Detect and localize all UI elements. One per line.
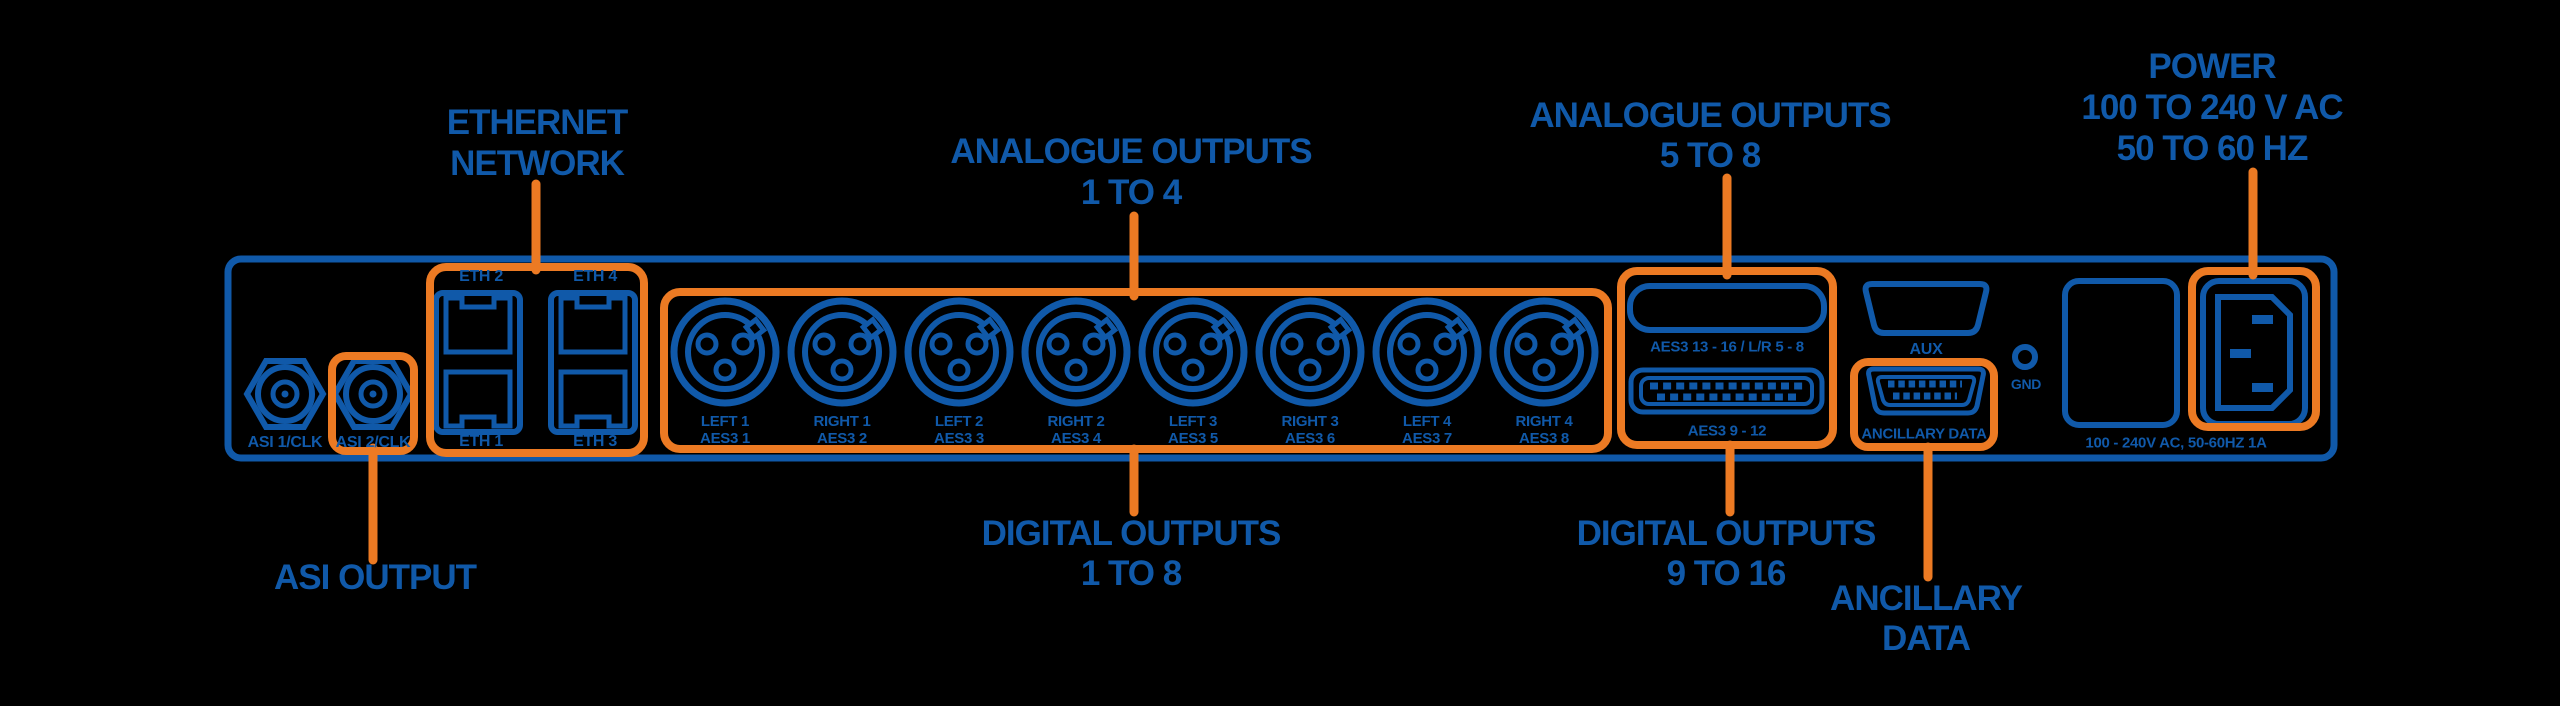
eth2-label: ETH 2 [459, 268, 503, 285]
aux-connector [1862, 281, 1990, 336]
gnd-label: GND [2010, 376, 2042, 392]
callout-asi-output: ASI OUTPUT [274, 558, 477, 597]
pointer-lines [368, 167, 2258, 582]
ancillary-data-connector [1866, 366, 1986, 416]
dsub-aes3-13-16 [1627, 283, 1827, 333]
eth3-label: ETH 3 [573, 433, 617, 450]
highlight-analogue-outputs [660, 288, 1612, 453]
eth4-label: ETH 4 [573, 268, 617, 285]
ground-screw [2012, 344, 2038, 370]
blanking-plate [2062, 278, 2180, 428]
chassis-outline [224, 255, 2338, 462]
highlight-digital-outputs [1617, 267, 1837, 449]
power-rating-label: 100 - 240V AC, 50-60HZ 1A [2085, 434, 2267, 452]
aes3-9-12-label: AES3 9 - 12 [1687, 422, 1767, 440]
asi2-label: ASI 2/CLK [335, 434, 411, 451]
highlight-power [2188, 267, 2320, 431]
aes3-13-16-label: AES3 13 - 16 / L/R 5 - 8 [1650, 338, 1804, 356]
aux-label: AUX [1909, 341, 1943, 358]
highlight-ancillary [1850, 358, 1998, 451]
ethernet-jack-left [436, 293, 520, 432]
xlr-connectors [674, 301, 1595, 403]
asi-connector-2 [335, 361, 411, 427]
ancillary-data-port-label: ANCILLARY DATA [1861, 425, 1987, 443]
ethernet-jack-right [551, 293, 635, 432]
highlight-boxes [328, 263, 2320, 457]
asi1-label: ASI 1/CLK [247, 434, 323, 451]
asi-connector-1 [247, 361, 323, 427]
dsub-aes3-9-12 [1628, 367, 1825, 415]
highlight-asi2 [328, 352, 418, 455]
highlight-ethernet [426, 263, 648, 457]
iec-power-inlet [2200, 278, 2308, 427]
eth1-label: ETH 1 [459, 433, 503, 450]
